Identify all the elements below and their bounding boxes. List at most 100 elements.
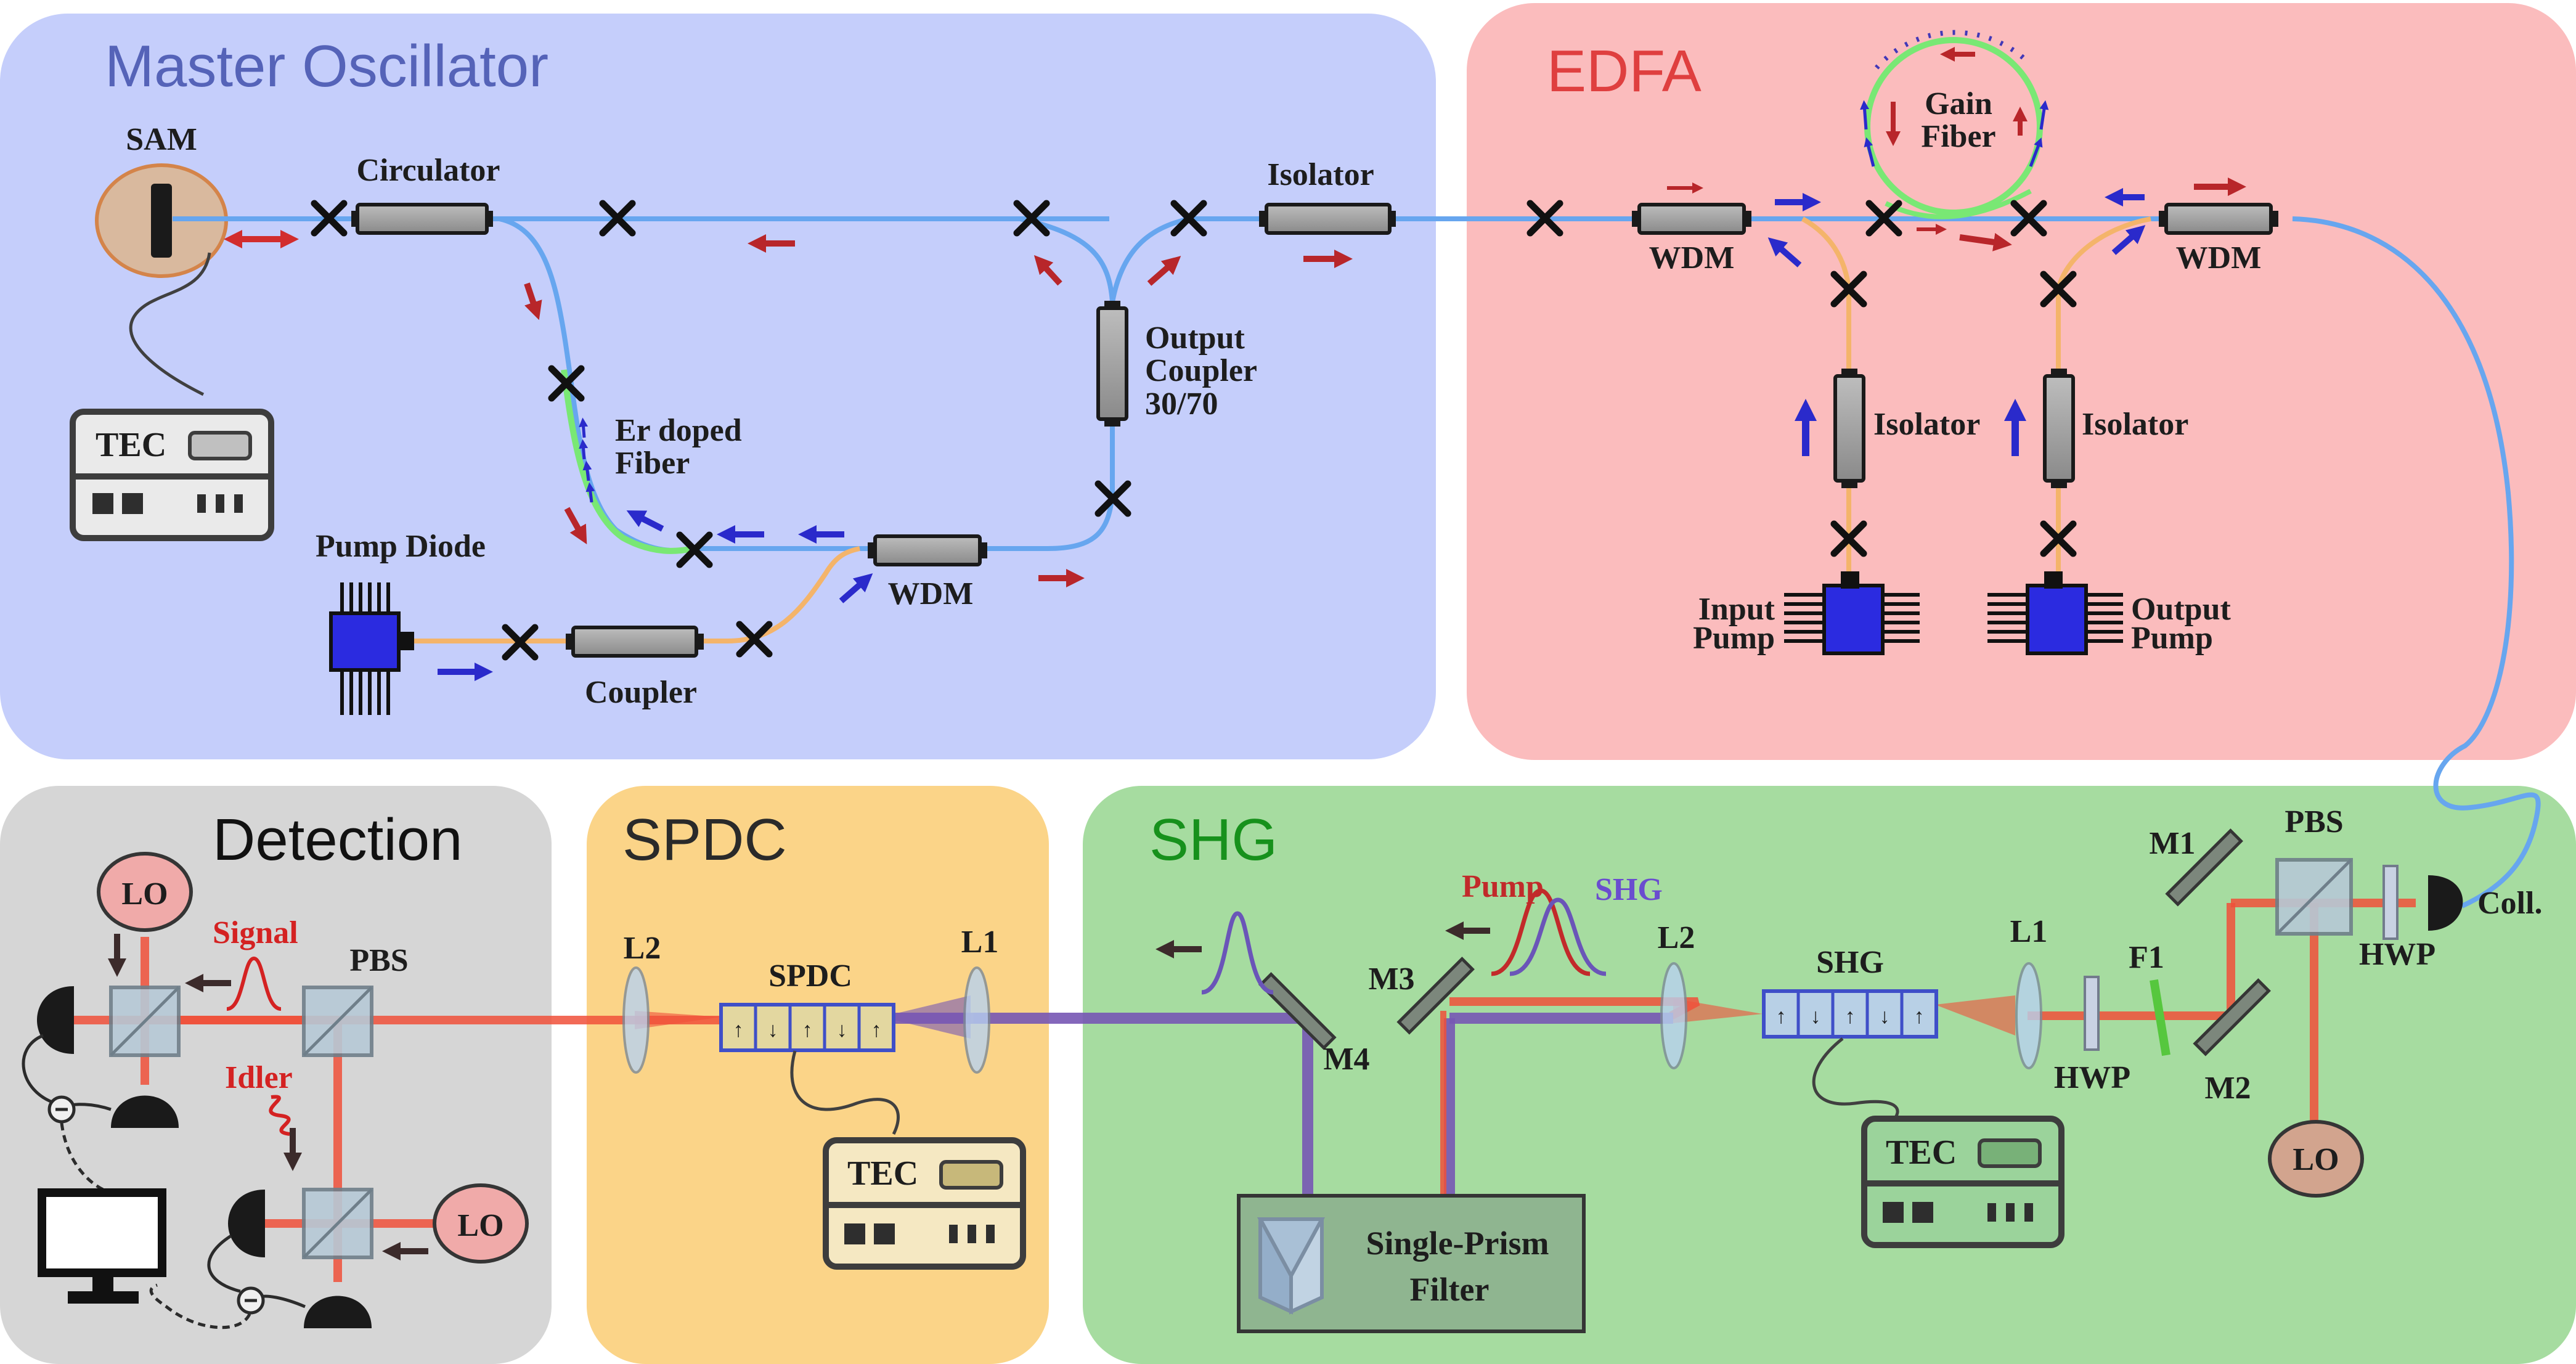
spdc-crystal-label: SPDC [768, 958, 852, 994]
spdc-title: SPDC [622, 807, 787, 873]
tec-label-spdc: TEC [847, 1154, 918, 1193]
shg-pulse-label: SHG [1595, 872, 1663, 907]
subtractor-bottom [207, 1234, 306, 1315]
output-coupler [1096, 301, 1128, 427]
shg-crystal-label: SHG [1816, 945, 1884, 980]
pbs-shg [2275, 858, 2353, 936]
sam-label: SAM [126, 122, 197, 157]
subtractor-top [22, 1034, 112, 1124]
pbs-detection-label: PBS [349, 943, 408, 978]
wdm-edfa-right [2159, 203, 2278, 235]
collimator [2428, 875, 2463, 931]
shg-focus-cone-right [1935, 995, 2015, 1035]
pbs-detection-main [302, 986, 373, 1057]
lo-detection-top [97, 852, 193, 932]
hwp-right [2382, 865, 2399, 940]
er-fiber-label-2: Fiber [615, 446, 690, 481]
gain-fiber-label-2: Fiber [1921, 119, 1995, 154]
tec-controller-spdc: TEC [823, 1137, 1026, 1270]
er-fiber-label-1: Er doped [615, 413, 742, 448]
output-pump-label-1: Output [2131, 592, 2232, 627]
mirror-m4 [1258, 972, 1337, 1050]
shg-lens-l2 [1660, 962, 1687, 1069]
pump-label: Pump [1462, 869, 1544, 904]
svg-text:↑: ↑ [1845, 1005, 1856, 1028]
lo-detection-bottom-label: LO [457, 1208, 503, 1243]
collimator-label: Coll. [2477, 886, 2542, 921]
svg-text:↑: ↑ [871, 1019, 882, 1042]
signal-pulse-icon [226, 956, 282, 1011]
splice-markers-mo [311, 200, 1207, 661]
output-pulse-icon [1201, 911, 1274, 995]
pbs-detection-bottom [302, 1188, 373, 1259]
sam-cable [129, 252, 211, 396]
input-pump-label-1: Input [1698, 592, 1775, 627]
computer-monitor-icon [38, 1188, 166, 1304]
panel-edfa [1467, 3, 2576, 760]
photodetector-left [37, 986, 74, 1054]
fiber-to-collimator [2292, 216, 2541, 909]
coupler-label: Coupler [585, 675, 697, 710]
prism-filter-label-1: Single-Prism [1366, 1225, 1549, 1262]
svg-text:↑: ↑ [733, 1019, 744, 1042]
mirror-m3 [1396, 957, 1475, 1035]
er-fiber-small-arrows [579, 417, 595, 503]
mirror-m1 [2165, 828, 2243, 907]
pump-diode-label: Pump Diode [316, 529, 486, 564]
tec-controller-shg: TEC [1861, 1116, 2064, 1248]
svg-text:↓: ↓ [1880, 1005, 1890, 1028]
circulator [351, 203, 493, 235]
output-coupler-label-3: 30/70 [1145, 386, 1218, 422]
pump-pulse-icon [1491, 888, 1591, 976]
lo-detection-top-label: LO [121, 876, 168, 912]
wdm-mo [868, 534, 987, 566]
mirror-m4-label: M4 [1323, 1042, 1369, 1077]
isolator-mo-label: Isolator [1267, 157, 1374, 192]
gain-fiber-label-1: Gain [1925, 86, 1992, 121]
svg-text:↓: ↓ [768, 1019, 778, 1042]
output-pump-diode [1987, 571, 2123, 655]
shg-lens-l2-label: L2 [1658, 920, 1695, 955]
tec-label-mo: TEC [96, 426, 166, 464]
splice-markers-edfa [1526, 200, 2077, 557]
signal-cable-2 [149, 1283, 251, 1329]
gain-fiber-arrows [1860, 47, 2049, 167]
idler-label: Idler [225, 1060, 293, 1095]
input-pump-diode [1784, 571, 1920, 655]
shg-focus-cone [1673, 998, 1763, 1023]
mirror-m1-label: M1 [2149, 826, 2195, 861]
filter-f1 [2150, 979, 2170, 1056]
arrows-mo [224, 230, 1353, 681]
svg-text:↓: ↓ [1811, 1005, 1821, 1028]
lo-detection-bottom [433, 1183, 529, 1264]
master-oscillator-title: Master Oscillator [105, 33, 548, 99]
spdc-crystal-cable [790, 1050, 900, 1135]
signal-label: Signal [213, 915, 298, 950]
isolator-edfa-right-label: Isolator [2082, 407, 2188, 442]
isolator-edfa-left [1833, 369, 1865, 488]
lo-shg [2268, 1120, 2364, 1198]
prism-filter-label-2: Filter [1410, 1271, 1490, 1308]
spdc-focus-right [881, 995, 971, 1039]
mirror-m3-label: M3 [1368, 962, 1414, 997]
tec-controller-mo: TEC [70, 409, 274, 541]
spdc-lens-l1 [963, 966, 990, 1074]
er-doped-fiber [561, 369, 694, 554]
circulator-label: Circulator [357, 153, 500, 188]
spdc-crystal: ↑ ↓ ↑ ↓ ↑ [719, 1003, 895, 1052]
shg-crystal: ↑ ↓ ↑ ↓ ↑ [1762, 989, 1938, 1039]
svg-text:↓: ↓ [837, 1019, 847, 1042]
output-pump-label-2: Pump [2131, 621, 2213, 656]
detection-arrows [108, 934, 428, 1260]
isolator-edfa-right [2043, 369, 2075, 488]
idler-pulse-icon [269, 1095, 291, 1136]
wdm-edfa-left [1632, 203, 1751, 235]
tec-label-shg: TEC [1886, 1133, 1957, 1172]
gain-fiber-connector [1885, 189, 2032, 219]
hwp-right-label: HWP [2359, 937, 2435, 972]
svg-text:↑: ↑ [802, 1019, 813, 1042]
shg-lens-l1-label: L1 [2010, 914, 2048, 949]
sam-mirror [151, 184, 172, 258]
filter-f1-label: F1 [2129, 940, 2164, 975]
signal-cable [60, 1122, 112, 1195]
